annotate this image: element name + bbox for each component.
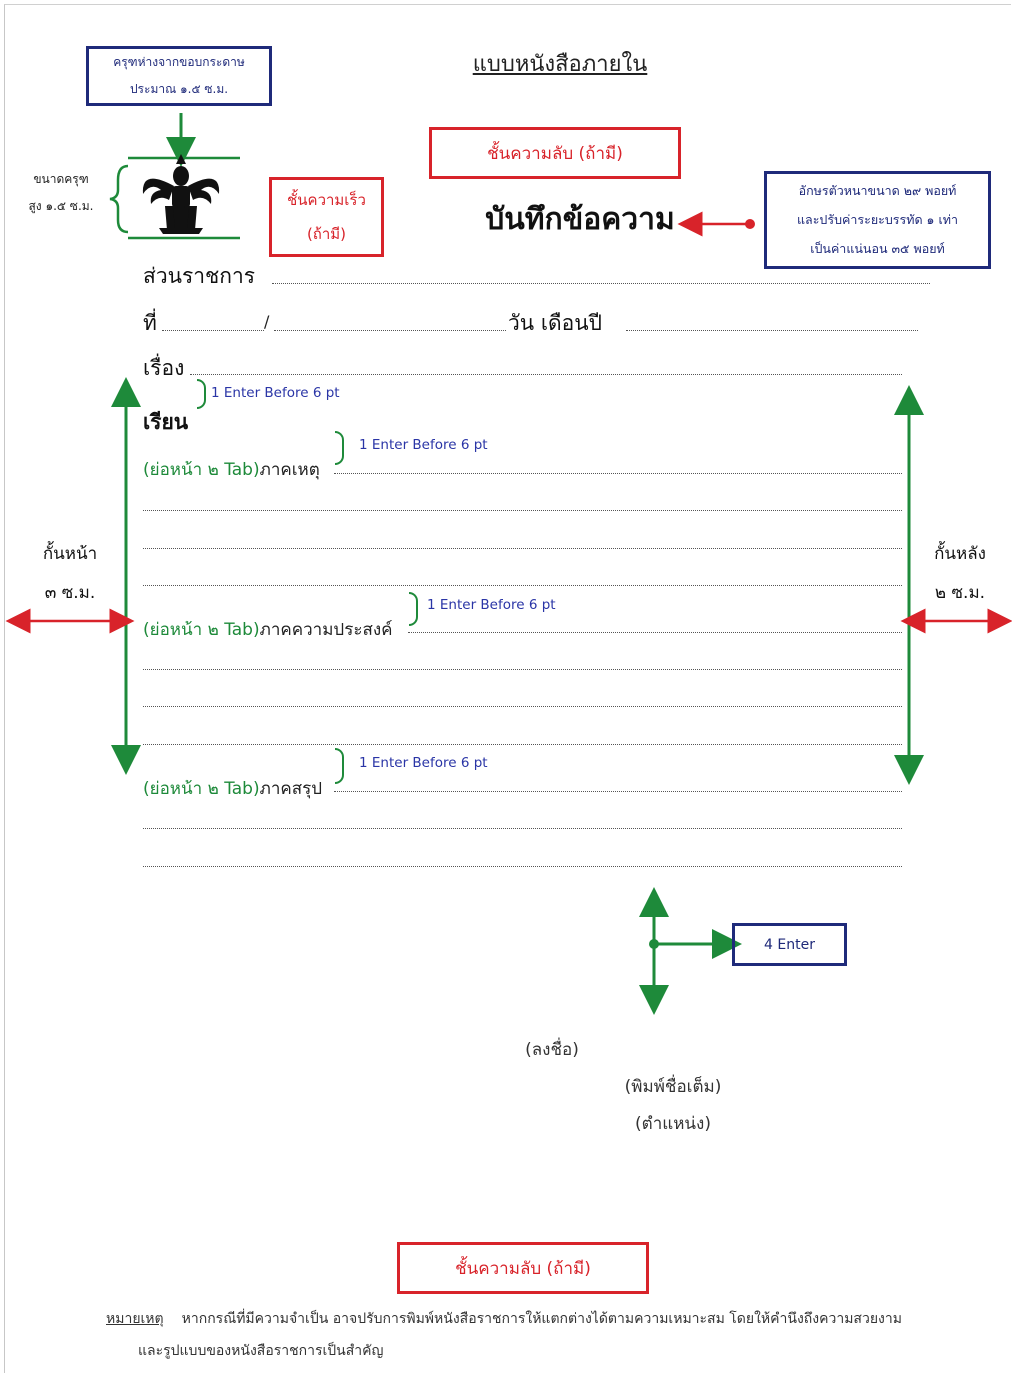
para1-row: (ย่อหน้า ๒ Tab)ภาคเหตุ xyxy=(143,456,320,483)
para3-label: ภาคสรุป xyxy=(259,779,323,799)
left-margin-line2: ๓ ซ.ม. xyxy=(44,583,96,603)
footer-note-label: หมายเหตุ xyxy=(106,1311,164,1327)
document-title: แบบหนังสือภายใน xyxy=(472,52,648,77)
urgency-class-box: ชั้นความเร็ว (ถ้ามี) xyxy=(269,177,384,257)
right-margin-label: กั้นหลัง ๒ ซ.ม. xyxy=(920,540,1000,606)
enter-brace-1 xyxy=(197,379,206,409)
garuda-margin-line1: ครุฑห่างจากขอบกระดาษ xyxy=(113,55,245,69)
para2-row: (ย่อหน้า ๒ Tab)ภาคความประสงค์ xyxy=(143,616,393,643)
para1-label: ภาคเหตุ xyxy=(259,460,320,480)
four-enter-text: 4 Enter xyxy=(764,936,815,953)
ref-dotted-line xyxy=(162,330,264,331)
agency-dotted-line xyxy=(272,283,930,284)
ref-number-dotted-line xyxy=(274,330,506,331)
right-margin-line2: ๒ ซ.ม. xyxy=(934,583,986,603)
four-enter-dot xyxy=(649,939,659,949)
heading-pointer-dot xyxy=(745,219,755,229)
left-margin-line1: กั้นหน้า xyxy=(42,544,98,564)
enter-before-label-1: 1 Enter Before 6 pt xyxy=(211,385,340,401)
para3-dotted-line-1 xyxy=(334,791,902,792)
subject-label: เรื่อง xyxy=(143,356,185,380)
garuda-margin-line2: ประมาณ ๑.๕ ซ.ม. xyxy=(129,82,229,96)
right-margin-line1: กั้นหลัง xyxy=(934,544,986,564)
para1-dotted-line-2 xyxy=(143,510,902,511)
secret-class-top-text: ชั้นความลับ (ถ้ามี) xyxy=(487,143,623,164)
para2-dotted-line-3 xyxy=(143,706,902,707)
para1-dotted-line-3 xyxy=(143,548,902,549)
four-enter-box: 4 Enter xyxy=(732,923,847,966)
para1-dotted-line-1 xyxy=(334,473,902,474)
enter-before-label-2: 1 Enter Before 6 pt xyxy=(359,437,488,453)
para1-dotted-line-4 xyxy=(143,585,902,586)
footer-note-line1-row: หมายเหตุ หากกรณีที่มีความจำเป็น อาจปรับกา… xyxy=(106,1308,1006,1330)
garuda-margin-box: ครุฑห่างจากขอบกระดาษ ประมาณ ๑.๕ ซ.ม. xyxy=(86,46,272,106)
para3-indent-label: (ย่อหน้า ๒ Tab) xyxy=(143,779,260,799)
memo-heading: บันทึกข้อความ xyxy=(485,202,675,237)
para2-label: ภาคความประสงค์ xyxy=(259,620,393,640)
garuda-size-line1: ขนาดครุฑ xyxy=(33,172,89,186)
to-label: เรียน xyxy=(143,410,189,434)
para2-dotted-line-1 xyxy=(408,632,902,633)
signature-label: (ลงชื่อ) xyxy=(525,1040,579,1060)
full-name-label: (พิมพ์ชื่อเต็ม) xyxy=(624,1077,722,1097)
enter-brace-4 xyxy=(335,748,344,784)
para2-indent-label: (ย่อหน้า ๒ Tab) xyxy=(143,620,260,640)
font-spec-box: อักษรตัวหนาขนาด ๒๙ พอยท์ และปรับค่าระยะบ… xyxy=(764,171,991,269)
para2-dotted-line-2 xyxy=(143,669,902,670)
font-spec-line3: เป็นค่าแน่นอน ๓๕ พอยท์ xyxy=(810,241,945,256)
footer-note-line1: หากกรณีที่มีความจำเป็น อาจปรับการพิมพ์หน… xyxy=(181,1311,902,1327)
ref-label: ที่ xyxy=(143,311,157,335)
para3-dotted-line-2 xyxy=(143,828,902,829)
subject-dotted-line xyxy=(190,374,902,375)
position-label: (ตำแหน่ง) xyxy=(635,1114,711,1134)
enter-before-label-4: 1 Enter Before 6 pt xyxy=(359,755,488,771)
agency-label: ส่วนราชการ xyxy=(143,264,256,288)
secret-class-top-box: ชั้นความลับ (ถ้ามี) xyxy=(429,127,681,179)
secret-class-bottom-box: ชั้นความลับ (ถ้ามี) xyxy=(397,1242,649,1294)
para3-row: (ย่อหน้า ๒ Tab)ภาคสรุป xyxy=(143,775,322,802)
urgency-line2: (ถ้ามี) xyxy=(306,225,347,243)
garuda-size-brace xyxy=(109,164,129,234)
secret-class-bottom-text: ชั้นความลับ (ถ้ามี) xyxy=(455,1258,591,1279)
para2-dotted-line-4 xyxy=(143,744,902,745)
page-border xyxy=(4,4,1011,1373)
date-dotted-line xyxy=(626,330,918,331)
garuda-size-label: ขนาดครุฑ สูง ๑.๕ ซ.ม. xyxy=(20,170,102,216)
enter-brace-2 xyxy=(335,431,344,465)
enter-brace-3 xyxy=(409,592,418,626)
urgency-line1: ชั้นความเร็ว xyxy=(287,191,366,209)
para1-indent-label: (ย่อหน้า ๒ Tab) xyxy=(143,460,260,480)
garuda-size-line2: สูง ๑.๕ ซ.ม. xyxy=(28,199,94,213)
enter-before-label-3: 1 Enter Before 6 pt xyxy=(427,597,556,613)
para3-dotted-line-3 xyxy=(143,866,902,867)
font-spec-line1: อักษรตัวหนาขนาด ๒๙ พอยท์ xyxy=(798,183,957,198)
date-label: วัน เดือนปี xyxy=(508,311,602,335)
left-margin-label: กั้นหน้า ๓ ซ.ม. xyxy=(30,540,110,606)
ref-slash: / xyxy=(264,312,270,331)
footer-note-line2: และรูปแบบของหนังสือราชการเป็นสำคัญ xyxy=(138,1343,384,1359)
font-spec-line2: และปรับค่าระยะบรรทัด ๑ เท่า xyxy=(797,212,958,227)
